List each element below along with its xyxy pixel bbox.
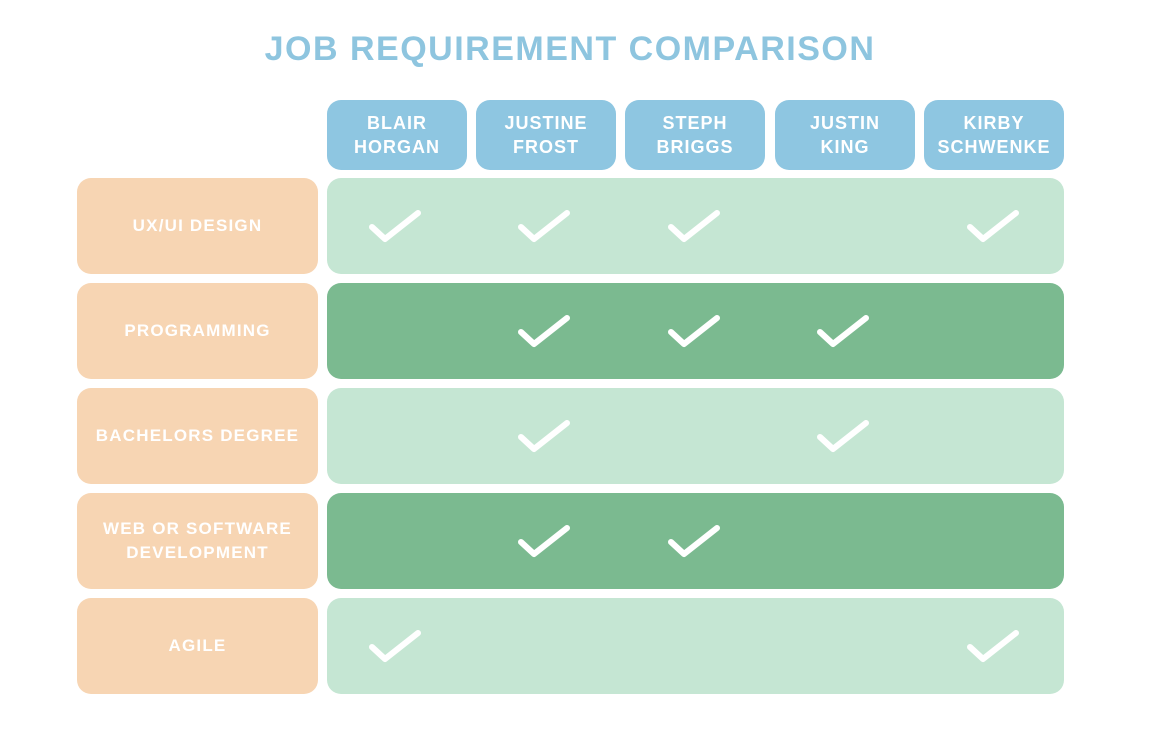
check-mark-icon — [816, 416, 872, 456]
check-mark-icon — [816, 311, 872, 351]
check-mark-icon — [368, 626, 424, 666]
requirement-row-bachelors-degree — [327, 388, 1064, 484]
requirement-row-ux-ui-design — [327, 178, 1064, 274]
requirement-label-web-software-development: WEB OR SOFTWARE DEVELOPMENT — [77, 493, 318, 589]
check-mark-icon — [966, 626, 1022, 666]
check-mark-icon — [368, 206, 424, 246]
check-mark-icon — [517, 206, 573, 246]
check-mark-icon — [517, 416, 573, 456]
check-mark-icon — [667, 206, 723, 246]
check-mark-icon — [517, 311, 573, 351]
requirement-label-ux-ui-design: UX/UI DESIGN — [77, 178, 318, 274]
check-mark-icon — [517, 521, 573, 561]
candidate-header-blair-horgan: BLAIR HORGAN — [327, 100, 467, 170]
candidate-header-justine-frost: JUSTINE FROST — [476, 100, 616, 170]
requirement-label-agile: AGILE — [77, 598, 318, 694]
requirement-row-web-software-development — [327, 493, 1064, 589]
check-mark-icon — [667, 311, 723, 351]
requirement-row-agile — [327, 598, 1064, 694]
requirement-row-programming — [327, 283, 1064, 379]
page-title: JOB REQUIREMENT COMPARISON — [264, 30, 876, 68]
candidate-header-kirby-schwenke: KIRBY SCHWENKE — [924, 100, 1064, 170]
check-mark-icon — [667, 521, 723, 561]
candidate-header-steph-briggs: STEPH BRIGGS — [625, 100, 765, 170]
candidate-header-justin-king: JUSTIN KING — [775, 100, 915, 170]
requirement-label-programming: PROGRAMMING — [77, 283, 318, 379]
requirement-label-bachelors-degree: BACHELORS DEGREE — [77, 388, 318, 484]
check-mark-icon — [966, 206, 1022, 246]
